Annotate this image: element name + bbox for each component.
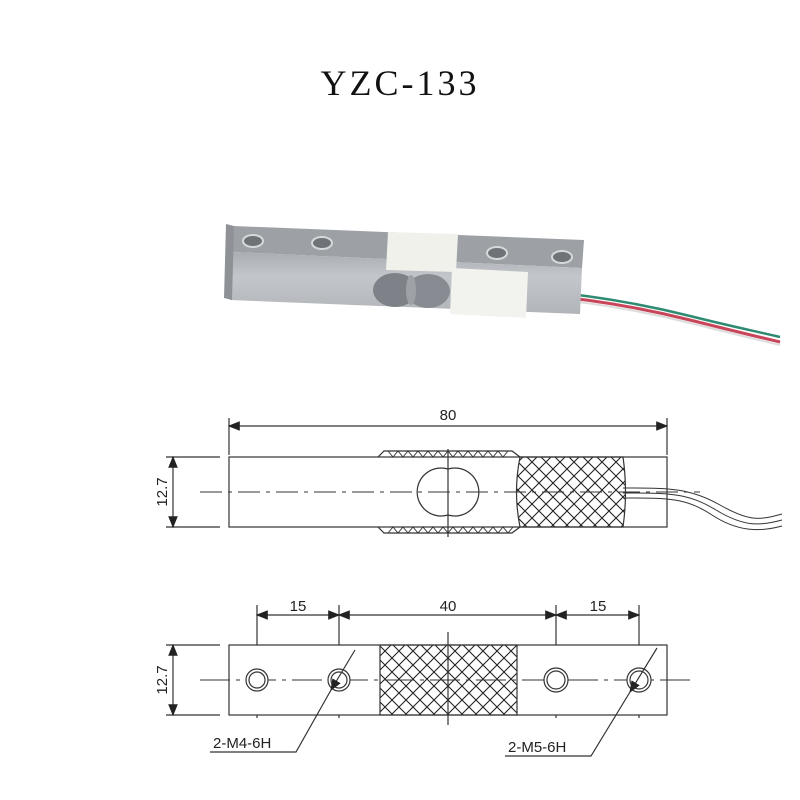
side-height-dimension-label: 12.7 bbox=[154, 477, 171, 506]
m4-hole-callout: 2-M4-6H bbox=[213, 735, 271, 752]
wires-photo bbox=[539, 289, 781, 346]
middle-spacing-label: 40 bbox=[440, 598, 457, 615]
photo-hole-2 bbox=[311, 236, 333, 250]
left-spacing-label: 15 bbox=[290, 598, 307, 615]
top-height-dimension-label: 12.7 bbox=[154, 665, 171, 694]
right-spacing-label: 15 bbox=[590, 598, 607, 615]
side-view-drawing bbox=[166, 418, 783, 537]
photo-hole-4 bbox=[551, 250, 573, 264]
model-title: YZC-133 bbox=[320, 63, 480, 103]
load-cell-photo bbox=[224, 224, 781, 346]
photo-hole-1 bbox=[242, 234, 264, 248]
photo-hole-3 bbox=[486, 246, 508, 260]
m5-hole-callout: 2-M5-6H bbox=[508, 739, 566, 756]
length-dimension-label: 80 bbox=[440, 407, 457, 424]
top-view-drawing bbox=[166, 605, 695, 757]
